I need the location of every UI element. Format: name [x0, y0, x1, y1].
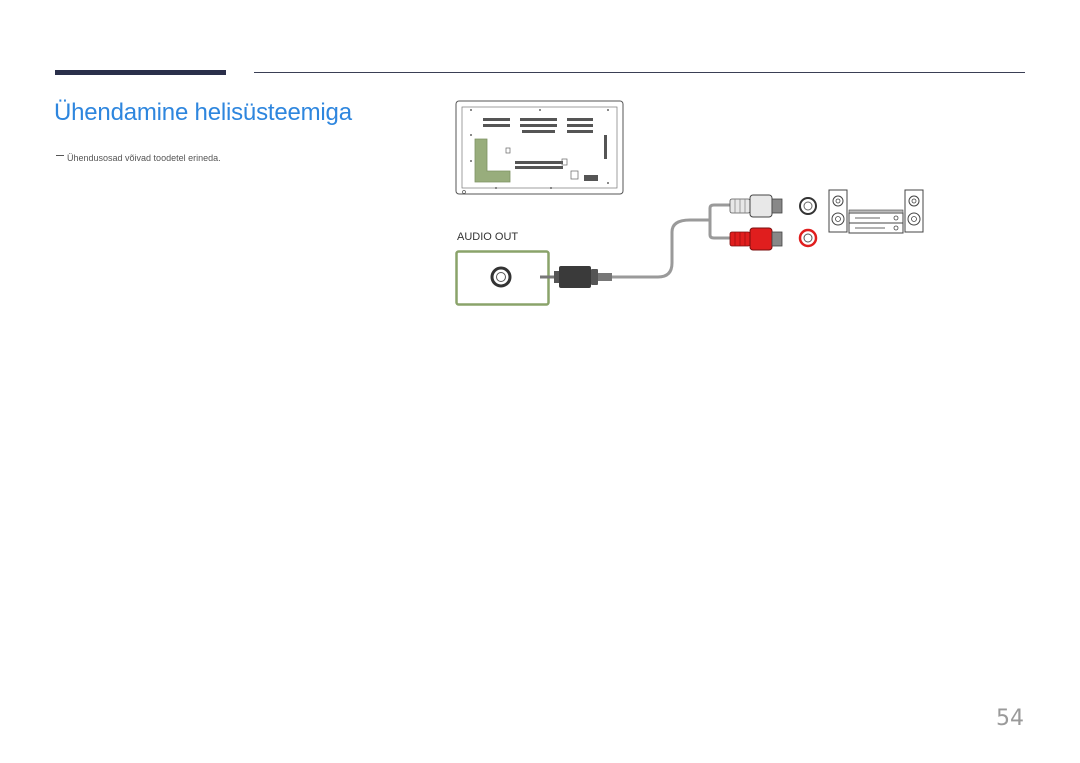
cable-split-red — [708, 220, 732, 240]
note-dash-icon — [56, 155, 64, 156]
display-rear-panel — [455, 100, 624, 195]
rca-jack-white — [799, 197, 817, 215]
connection-diagram — [455, 100, 924, 306]
page-number: 54 — [996, 706, 1024, 731]
rca-plug-white — [729, 194, 783, 218]
rca-plug-red — [729, 227, 783, 251]
page-title: Ühendamine helisüsteemiga — [54, 99, 352, 126]
rca-jack-red — [798, 228, 818, 248]
audio-out-label: AUDIO OUT — [457, 231, 519, 243]
note-text: Ühendusosad võivad toodetel erineda. — [67, 153, 221, 163]
audio-system-icon — [828, 189, 924, 234]
audio-cable — [612, 218, 710, 279]
header-accent-bar — [55, 70, 226, 75]
header-rule — [254, 72, 1025, 73]
cable-split-white — [708, 203, 732, 220]
audio-out-port — [455, 250, 550, 306]
note: Ühendusosad võivad toodetel erineda. — [56, 153, 221, 163]
mini-jack-plug — [540, 266, 612, 288]
